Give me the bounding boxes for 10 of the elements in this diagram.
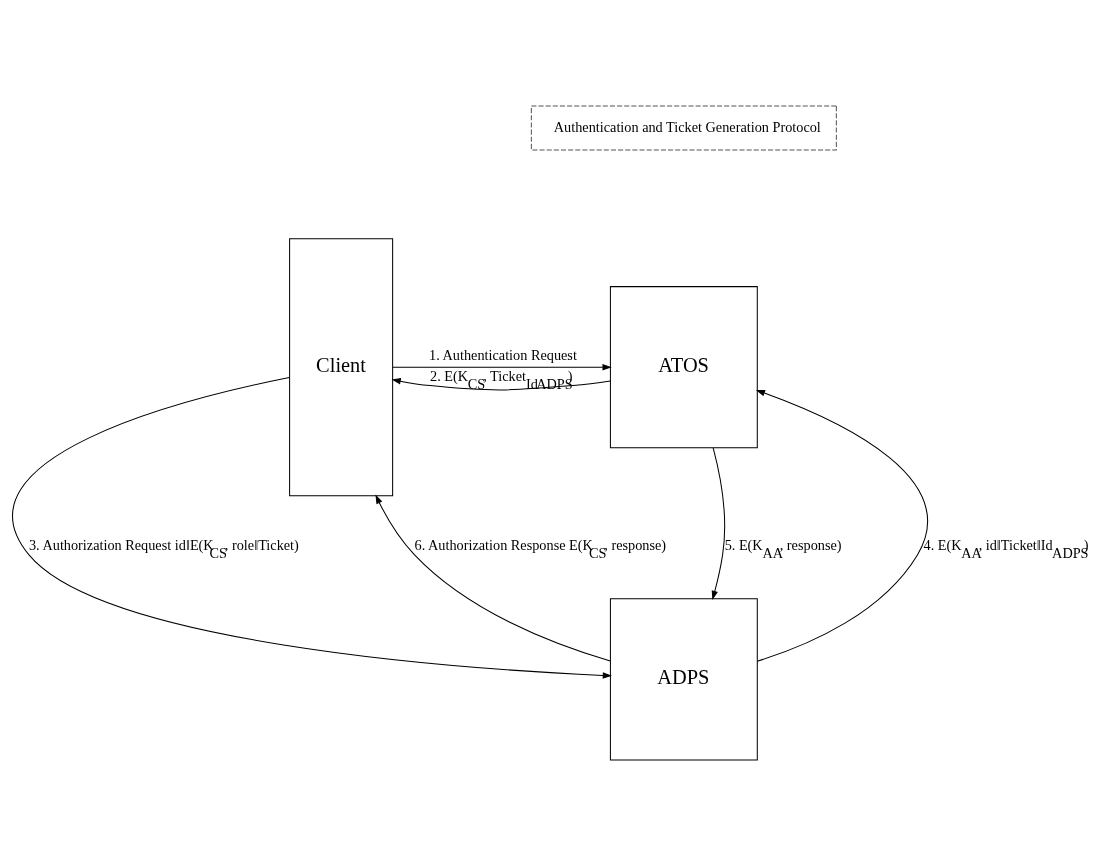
node-box: Authentication and Ticket Generation Protocol [530,105,837,150]
arrow [755,389,929,662]
node-box: Client [289,237,394,496]
arrow [711,446,726,600]
node-box: ADPS [609,597,758,760]
arrow [375,494,611,661]
arrow [392,363,612,370]
arrow [12,376,612,679]
edge-label: 1. Authentication Request [429,346,577,363]
node-box: ATOS [609,285,758,448]
